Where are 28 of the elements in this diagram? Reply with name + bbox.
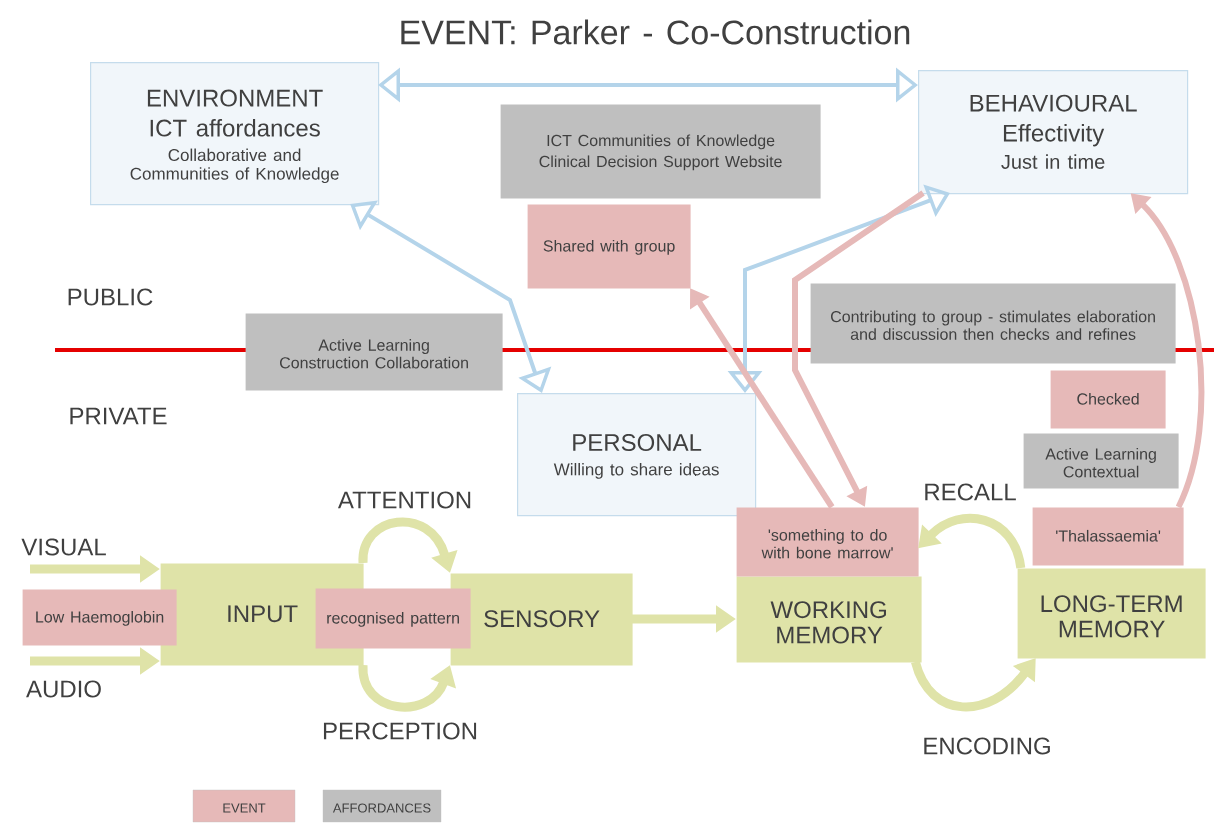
concept-box: BEHAVIOURAL Effectivity Just in time bbox=[918, 70, 1189, 195]
double-arrow bbox=[350, 200, 552, 393]
process-box: LONG-TERM MEMORY bbox=[1017, 568, 1206, 659]
process-box: WORKING MEMORY bbox=[736, 576, 922, 663]
note-box: ICT Communities of Knowledge Clinical Decision Support Website bbox=[500, 104, 821, 199]
concept-box: ENVIRONMENT ICT affordances Collaborative and Communities of Knowledge bbox=[90, 62, 380, 206]
stage-label: VISUAL bbox=[21, 538, 106, 556]
event-box: 'Thalassaemia' bbox=[1032, 507, 1184, 566]
note-box: Contributing to group - stimulates elaboration and discussion then checks and refines bbox=[810, 283, 1176, 364]
stage-label: AUDIO bbox=[26, 680, 101, 698]
stage-label: PERCEPTION bbox=[323, 722, 477, 740]
legend-label: EVENT bbox=[223, 803, 266, 813]
event-box: recognised pattern bbox=[315, 588, 471, 649]
stage-label: ATTENTION bbox=[337, 491, 471, 509]
concept-box: PERSONAL Willing to share ideas bbox=[517, 393, 757, 517]
stage-label: RECALL bbox=[925, 483, 1016, 501]
event-box: Low Haemoglobin bbox=[22, 589, 177, 646]
arrow bbox=[918, 513, 1026, 569]
event-box: Checked bbox=[1050, 370, 1166, 429]
title: EVENT: Parker - Co-Construction bbox=[401, 19, 910, 45]
note-box: Active Learning Construction Collaboration bbox=[245, 313, 503, 391]
event-box: 'something to do with bone marrow' bbox=[736, 507, 919, 577]
stage-label: ENCODING bbox=[924, 737, 1050, 755]
stage-label: PRIVATE bbox=[70, 407, 167, 425]
stage-label: PUBLIC bbox=[68, 288, 153, 306]
event-box: Shared with group bbox=[527, 204, 691, 289]
note-box: Active Learning Contextual bbox=[1023, 433, 1179, 489]
legend-label: AFFORDANCES bbox=[332, 803, 431, 813]
